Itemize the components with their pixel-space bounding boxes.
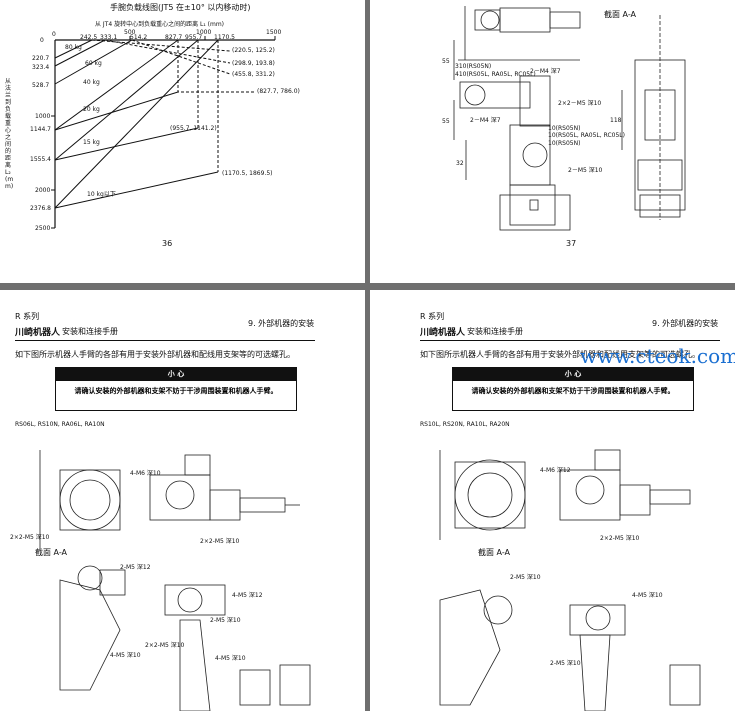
robot-drawing	[39, 450, 311, 711]
document-page-37: 截面 A-A 2－M4 深7 2×2－M5 深10 2－M4 深7 2－M5 深…	[370, 0, 735, 283]
load-label: 10 kg以下	[87, 191, 116, 198]
brand-label: 川崎机器人	[15, 328, 61, 338]
coord-label: (955.7, 1141.2)	[170, 125, 217, 132]
x-tick: 1000	[196, 29, 212, 36]
y-tick: 220.7	[32, 55, 50, 62]
intro-text: 如下图所示机器人手臂的各部有用于安装外部机器和配线用支架等的可选螺孔。	[15, 350, 295, 359]
chart-subtitle: 从 JT4 旋转中心到负载重心之间的距离 L₁ (mm)	[95, 21, 225, 28]
watermark: www.cteok.com	[580, 344, 735, 368]
x-point: 955.7	[185, 34, 203, 41]
y-tick: 1555.4	[30, 156, 51, 163]
coord-label: (455.8, 331.2)	[232, 71, 275, 78]
chart-title: 手腕负载线图(JT5 在±10° 以内移动时)	[110, 3, 251, 12]
x-tick: 1500	[266, 29, 282, 36]
hole-label: 4-M5 深10	[110, 652, 141, 659]
load-label: 80 kg	[65, 44, 82, 51]
dimension: 32	[456, 160, 464, 167]
spec-label: 410(RS05L, RA05L, RC05L)	[455, 71, 536, 78]
spec-label: 10(RS05N)	[548, 140, 581, 147]
x-point: 514.2	[130, 34, 148, 41]
caution-box: 小 心 请确认安装的外部机器和支架不妨于干涉周围装置和机器人手臂。	[55, 367, 297, 411]
spec-label: 310(RS05N)	[455, 63, 492, 70]
hole-label: 2×2-M5 深10	[600, 535, 640, 542]
x-tick: 0	[52, 31, 56, 38]
document-page-36: 手腕负载线图(JT5 在±10° 以内移动时) 从 JT4 旋转中心到负载重心之…	[0, 0, 365, 283]
y-tick: 1144.7	[30, 126, 51, 133]
load-diagram	[51, 36, 276, 229]
spec-label: 10(RS05N)	[548, 125, 581, 132]
y-axis-label: 从法兰到负载重心之间的距离 L₂ (mm)	[5, 78, 14, 190]
caution-title: 小 心	[453, 368, 693, 381]
load-label: 20 kg	[83, 106, 100, 113]
load-label: 15 kg	[83, 139, 100, 146]
caution-text: 请确认安装的外部机器和支架不妨于干涉周围装置和机器人手臂。	[471, 387, 675, 395]
model-list: RS06L, RS10N, RA06L, RA10N	[15, 421, 105, 428]
document-page-right: R 系列 川崎机器人 安装和连接手册 9. 外部机器的安装 如下图所示机器人手臂…	[370, 290, 735, 711]
section-label: 截面 A-A	[478, 548, 511, 557]
hole-label: 2×2－M5 深10	[558, 100, 602, 107]
dimension: 118	[610, 117, 622, 124]
manual-title: 安装和连接手册	[62, 327, 118, 336]
x-point: 242.5	[80, 34, 98, 41]
chapter-title: 9. 外部机器的安装	[652, 319, 719, 328]
caution-box: 小 心 请确认安装的外部机器和支架不妨于干涉周围装置和机器人手臂。	[452, 367, 694, 411]
hole-label: 2×2-M5 深10	[200, 538, 240, 545]
hole-label: 2－M4 深7	[530, 68, 561, 75]
x-point: 333.1	[100, 34, 118, 41]
coord-label: (298.9, 193.8)	[232, 60, 275, 67]
hole-label: 2-M5 深10	[210, 617, 241, 624]
section-label: 截面 A-A	[35, 548, 68, 557]
hole-label: 2-M5 深10	[550, 660, 581, 667]
manual-title: 安装和连接手册	[467, 327, 523, 336]
coord-label: (827.7, 786.0)	[257, 88, 300, 95]
y-tick: 2000	[35, 187, 51, 194]
caution-text: 请确认安装的外部机器和支架不妨于干涉周围装置和机器人手臂。	[74, 387, 278, 395]
y-tick: 1000	[35, 113, 51, 120]
dimension: 55	[442, 58, 450, 65]
hole-label: 4-M6 深12	[540, 467, 571, 474]
load-label: 40 kg	[83, 79, 100, 86]
y-tick: 323.4	[32, 64, 50, 71]
hole-label: 2-M5 深10	[510, 574, 541, 581]
page-number: 37	[566, 239, 577, 248]
chapter-title: 9. 外部机器的安装	[248, 319, 315, 328]
y-tick: 528.7	[32, 82, 50, 89]
page-number: 36	[162, 239, 173, 248]
spec-label: 10(RS05L, RA05L, RC05L)	[548, 132, 625, 139]
header-rule	[420, 340, 720, 341]
robot-drawing	[453, 6, 686, 231]
document-page-left: R 系列 川崎机器人 安装和连接手册 9. 外部机器的安装 如下图所示机器人手臂…	[0, 290, 365, 711]
y-tick: 0	[40, 37, 44, 44]
hole-label: 4-M5 深10	[632, 592, 663, 599]
robot-drawing	[439, 449, 701, 711]
hole-label: 2－M5 深10	[568, 167, 603, 174]
hole-label: 2×2-M5 深10	[10, 534, 50, 541]
hole-label: 2－M4 深7	[470, 117, 501, 124]
caution-title: 小 心	[56, 368, 296, 381]
x-point: 827.7	[165, 34, 183, 41]
series-label: R 系列	[420, 312, 445, 321]
x-point: 1170.5	[214, 34, 235, 41]
load-label: 60 kg	[85, 60, 102, 67]
x-tick: 500	[124, 29, 136, 36]
header-rule	[15, 340, 315, 341]
hole-label: 2-M5 深12	[120, 564, 151, 571]
model-list: RS10L, RS20N, RA10L, RA20N	[420, 421, 510, 428]
y-tick: 2500	[35, 225, 51, 232]
hole-label: 4-M5 深12	[232, 592, 263, 599]
coord-label: (1170.5, 1869.5)	[222, 170, 273, 177]
intro-text: 如下图所示机器人手臂的各部有用于安装外部机器和配线用支架等的可选螺孔。	[420, 350, 700, 359]
coord-label: (220.5, 125.2)	[232, 47, 275, 54]
series-label: R 系列	[15, 312, 40, 321]
y-tick: 2376.8	[30, 205, 51, 212]
section-label: 截面 A-A	[604, 10, 637, 19]
hole-label: 4-M5 深10	[215, 655, 246, 662]
brand-label: 川崎机器人	[420, 328, 466, 338]
hole-label: 4-M6 深10	[130, 470, 161, 477]
hole-label: 2×2-M5 深10	[145, 642, 185, 649]
dimension: 55	[442, 118, 450, 125]
